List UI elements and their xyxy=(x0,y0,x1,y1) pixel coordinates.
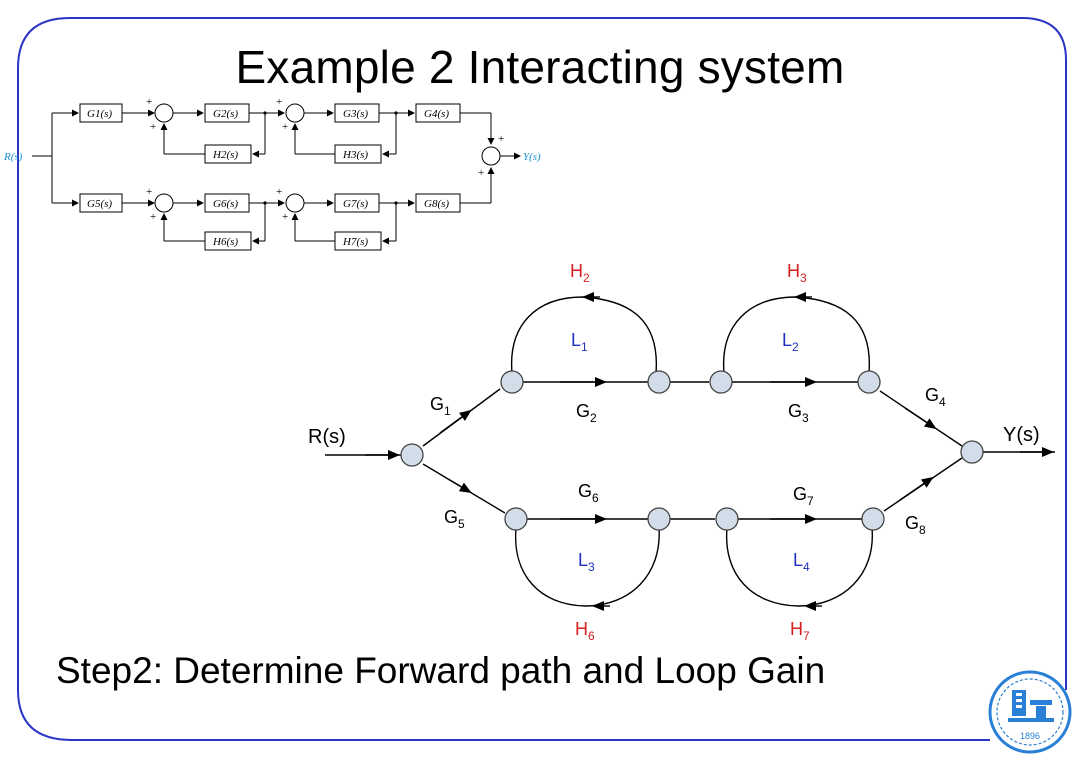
block-g1-label: G1(s) xyxy=(87,108,112,120)
node xyxy=(647,507,671,531)
node xyxy=(857,370,881,394)
svg-text:H6(s): H6(s) xyxy=(212,236,238,248)
svg-text:G5(s): G5(s) xyxy=(87,198,112,210)
feedback-label-h6: H6 xyxy=(575,619,595,643)
svg-text:G6(s): G6(s) xyxy=(213,198,238,210)
gain-label-g2: G2 xyxy=(576,401,597,425)
feedback-label-h7: H7 xyxy=(790,619,810,643)
gain-label-g6: G6 xyxy=(578,481,599,505)
feedback-branch-h2 xyxy=(510,296,658,374)
gain-label-g3: G3 xyxy=(788,401,809,425)
svg-text:+: + xyxy=(146,96,152,108)
feedback-label-h2: H2 xyxy=(570,261,590,285)
gain-label-g1: G1 xyxy=(430,394,451,418)
loop-label-l3: L3 xyxy=(578,550,595,574)
university-emblem-icon: 1896 xyxy=(988,670,1072,754)
svg-text:G7(s): G7(s) xyxy=(343,198,368,210)
emblem-year: 1896 xyxy=(1020,731,1040,741)
gain-label-g8: G8 xyxy=(905,513,926,537)
bd-output-label: Y(s) xyxy=(523,151,541,163)
svg-text:+: + xyxy=(282,211,288,223)
svg-text:+: + xyxy=(146,186,152,198)
feedback-branch-h3 xyxy=(722,296,871,374)
node xyxy=(400,443,424,467)
svg-text:+: + xyxy=(150,211,156,223)
loop-label-l4: L4 xyxy=(793,550,810,574)
svg-text:G3(s): G3(s) xyxy=(343,108,368,120)
slide-title: Example 2 Interacting system xyxy=(235,41,845,93)
sfg-output-label: Y(s) xyxy=(1003,424,1040,446)
svg-text:+: + xyxy=(478,167,484,179)
feedback-branch-h7 xyxy=(725,527,873,607)
node xyxy=(647,370,671,394)
svg-text:+: + xyxy=(150,121,156,133)
svg-text:G4(s): G4(s) xyxy=(424,108,449,120)
node xyxy=(500,370,524,394)
loop-label-l1: L1 xyxy=(571,330,588,354)
loop-label-l2: L2 xyxy=(782,330,799,354)
node xyxy=(504,507,528,531)
svg-text:+: + xyxy=(276,186,282,198)
svg-text:H3(s): H3(s) xyxy=(342,149,368,161)
bd-input-label: R(s) xyxy=(3,151,23,163)
svg-text:H2(s): H2(s) xyxy=(212,149,238,161)
node xyxy=(709,370,733,394)
gain-label-g4: G4 xyxy=(925,385,946,409)
sfg-input-label: R(s) xyxy=(308,426,346,448)
node xyxy=(960,440,984,464)
block-diagram: R(s) G1(s) + + G2(s) H2(s) + + G3(s) H3(… xyxy=(3,96,541,251)
node xyxy=(715,507,739,531)
node xyxy=(861,507,885,531)
gain-label-g5: G5 xyxy=(444,507,465,531)
gain-label-g7: G7 xyxy=(793,484,814,508)
svg-text:G8(s): G8(s) xyxy=(424,198,449,210)
feedback-label-h3: H3 xyxy=(787,261,807,285)
feedback-branch-h6 xyxy=(514,527,660,607)
svg-text:G2(s): G2(s) xyxy=(213,108,238,120)
svg-text:+: + xyxy=(498,133,504,145)
step-heading: Step2: Determine Forward path and Loop G… xyxy=(56,650,826,691)
svg-text:+: + xyxy=(276,96,282,108)
svg-text:+: + xyxy=(282,121,288,133)
svg-text:H7(s): H7(s) xyxy=(342,236,368,248)
